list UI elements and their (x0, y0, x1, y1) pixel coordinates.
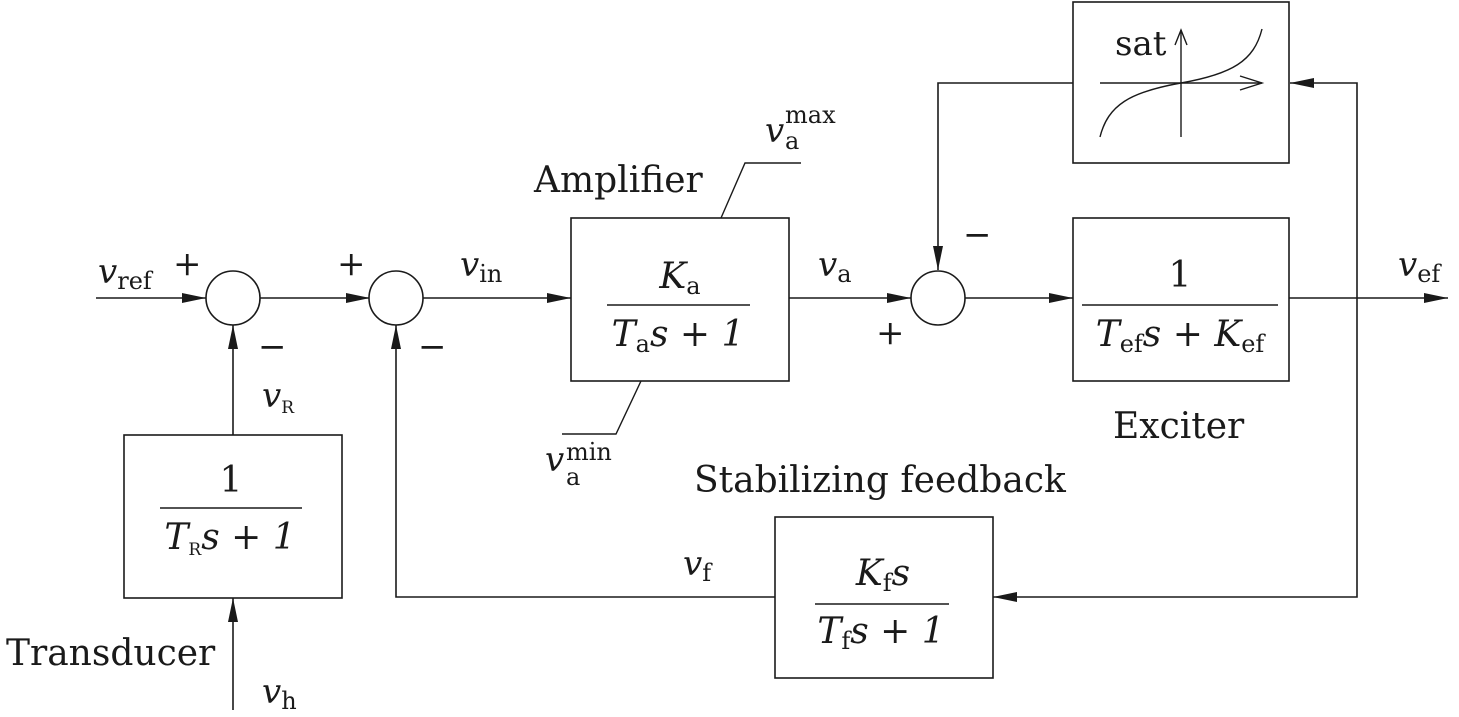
min-limit-line (562, 380, 642, 435)
sum1-plus-sign: + (173, 244, 202, 284)
sum2-plus-sign: + (337, 244, 366, 284)
max-limit-line (720, 162, 801, 219)
transducer-block (123, 434, 343, 599)
sat-horizontal-axis-arrow (1239, 75, 1265, 91)
stabilizing-feedback-title: Stabilizing feedback (694, 460, 1067, 501)
wire-vef-to-stabilizer (993, 298, 1358, 602)
stabilizer-block (774, 516, 994, 679)
transducer-title: Transducer (6, 633, 216, 674)
signal-vref-label: vref (98, 252, 154, 295)
sat-vertical-axis-arrow (1174, 28, 1188, 46)
vamax-label: v (765, 111, 784, 151)
amplifier-block (570, 217, 790, 382)
amplifier-title: Amplifier (533, 160, 704, 201)
stabilizer-denominator: Tfs + 1 (817, 611, 944, 655)
summing-junction-3 (910, 270, 966, 326)
sum3-plus-sign: + (876, 313, 905, 353)
wire-vef-to-sat (1290, 78, 1358, 298)
exciter-block (1072, 217, 1290, 382)
sum2-minus-sign: − (418, 327, 447, 367)
wire-vf (391, 325, 775, 598)
summing-junction-2 (368, 270, 424, 326)
vamax-subscript: a (785, 127, 799, 155)
signal-va-label: va (818, 245, 852, 288)
vamin-label: v (545, 440, 564, 480)
vamin-superscript: min (566, 438, 612, 466)
transducer-denominator: TRs + 1 (164, 517, 295, 560)
signal-vef-label: vef (1398, 245, 1442, 288)
signal-vR-label: vR (262, 376, 295, 418)
transducer-numerator: 1 (220, 460, 243, 501)
saturation-label: sat (1115, 24, 1167, 64)
sat-curve (1099, 28, 1263, 138)
amplifier-denominator: Tas + 1 (612, 314, 745, 358)
wire-sat-to-sum3 (933, 82, 1073, 270)
vamin-subscript: a (566, 463, 580, 491)
signal-vin-label: vin (460, 245, 502, 288)
exciter-numerator: 1 (1169, 255, 1192, 296)
exciter-denominator: Tefs + Kef (1096, 314, 1267, 358)
exciter-title: Exciter (1113, 406, 1245, 447)
stabilizer-numerator: Kfs (855, 553, 910, 597)
vamax-superscript: max (785, 101, 836, 129)
amplifier-numerator: Ka (658, 256, 700, 300)
sum3-minus-sign: − (963, 215, 992, 255)
signal-vf-label: vf (683, 544, 713, 587)
sum1-minus-sign: − (258, 327, 287, 367)
summing-junction-1 (205, 270, 261, 326)
signal-vh-label: vh (262, 672, 297, 715)
